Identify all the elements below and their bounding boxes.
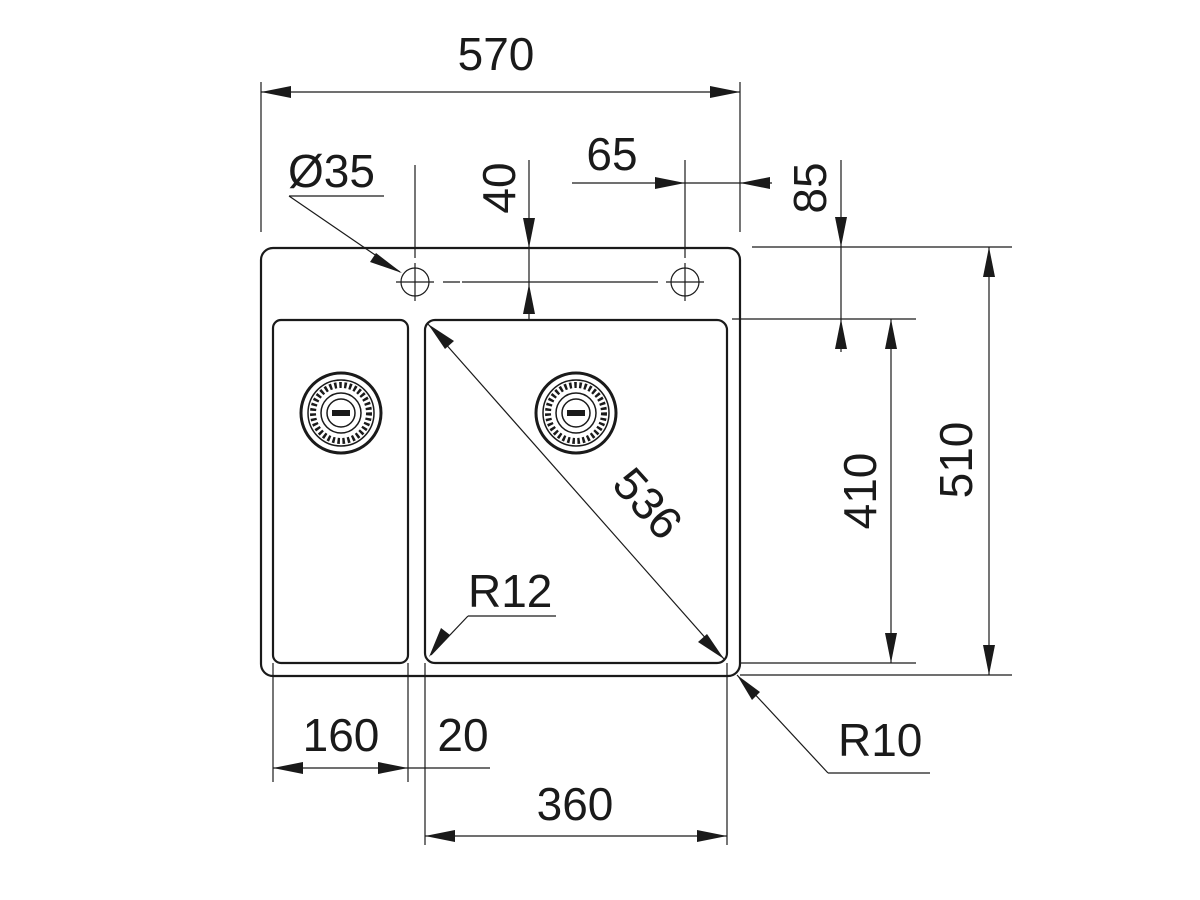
tap-holes [396,263,704,301]
dimension-overall-width: 570 [260,28,741,232]
dimension-hole-spacing: 65 [572,128,772,258]
main-bowl [423,318,729,665]
label-main-bowl-depth: 410 [834,453,886,530]
dimension-main-bowl-depth: 410 [740,319,916,664]
label-small-bowl-width: 160 [303,709,380,761]
label-inner-corner-radius: R12 [468,565,552,617]
tap-hole-icon [396,263,434,301]
dimension-overall-depth: 510 [740,247,1012,676]
dimension-main-bowl-width: 360 [425,663,728,845]
label-bowl-offset: 85 [784,162,836,213]
dimension-divider-width: 20 [424,663,489,845]
dimension-small-bowl-width: 160 [272,663,490,782]
label-main-bowl-diagonal: 536 [603,457,693,549]
dimension-hole-offset: 40 [473,160,535,320]
drain-strainer-icon [299,371,383,455]
label-divider-width: 20 [437,709,488,761]
drain-strainer-icon [534,371,618,455]
dimension-inner-corner-radius: R12 [429,565,556,657]
label-outer-corner-radius: R10 [838,714,922,766]
label-hole-spacing: 65 [586,128,637,180]
tap-hole-icon [666,263,704,301]
label-hole-diameter: Ø35 [288,145,375,197]
dimension-bowl-offset: 85 [732,160,1012,352]
label-hole-offset: 40 [473,162,525,213]
dimension-hole-diameter: Ø35 [288,145,416,273]
label-overall-depth: 510 [930,422,982,499]
label-overall-width: 570 [458,28,535,80]
sink-body [259,246,742,678]
dimension-outer-corner-radius: R10 [736,674,930,774]
sink-outer-outline [259,246,742,678]
small-bowl [271,318,410,665]
label-main-bowl-width: 360 [537,778,614,830]
